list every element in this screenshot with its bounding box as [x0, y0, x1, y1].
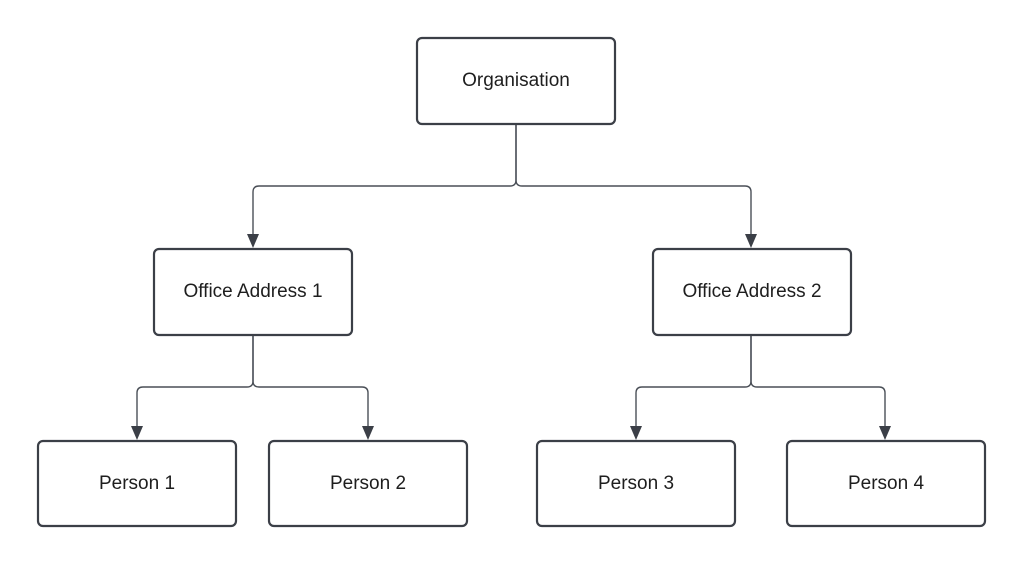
arrowhead-person3 [630, 426, 642, 440]
node-label: Person 1 [99, 473, 175, 494]
connector-office2-person4 [750, 335, 886, 428]
node-person-1[interactable]: Person 1 [36, 439, 238, 528]
arrowhead-office1 [247, 234, 259, 248]
connector-office1-person1 [136, 335, 254, 428]
connector-organisation-office1 [252, 124, 517, 236]
connector-office1-person2 [252, 335, 369, 428]
node-person-3[interactable]: Person 3 [535, 439, 737, 528]
node-office-address-1[interactable]: Office Address 1 [152, 247, 354, 337]
node-label: Person 3 [598, 473, 674, 494]
node-label: Organisation [462, 70, 570, 91]
node-person-4[interactable]: Person 4 [785, 439, 987, 528]
node-box [415, 36, 617, 126]
arrowhead-office2 [745, 234, 757, 248]
node-organisation[interactable]: Organisation [415, 36, 617, 126]
node-box [36, 439, 238, 528]
node-box [651, 247, 853, 337]
node-box [267, 439, 469, 528]
node-label: Person 4 [848, 473, 924, 494]
connector-organisation-office2 [515, 124, 752, 236]
node-box [152, 247, 354, 337]
node-label: Person 2 [330, 473, 406, 494]
node-box [535, 439, 737, 528]
node-office-address-2[interactable]: Office Address 2 [651, 247, 853, 337]
node-label: Office Address 1 [183, 281, 322, 302]
node-label: Office Address 2 [682, 281, 821, 302]
arrowhead-person4 [879, 426, 891, 440]
node-box [785, 439, 987, 528]
arrowhead-person2 [362, 426, 374, 440]
connector-office2-person3 [635, 335, 752, 428]
arrowhead-person1 [131, 426, 143, 440]
node-person-2[interactable]: Person 2 [267, 439, 469, 528]
